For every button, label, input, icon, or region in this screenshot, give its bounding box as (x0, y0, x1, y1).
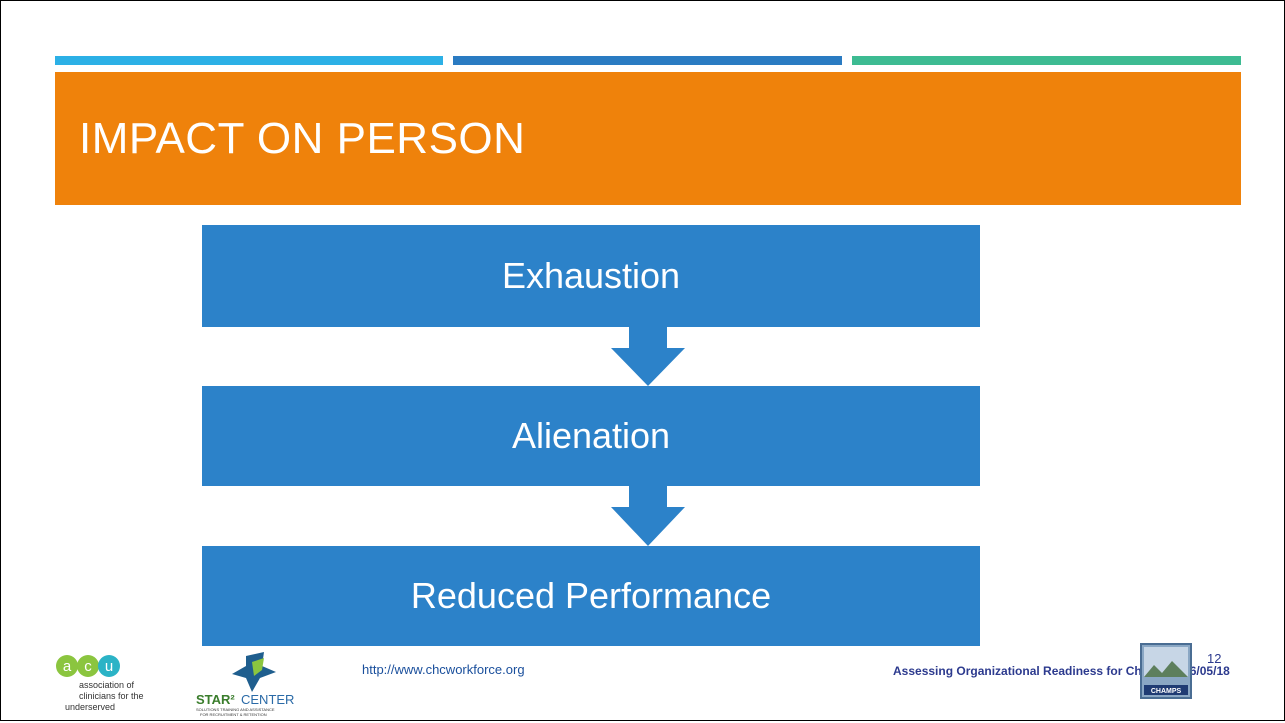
top-stripe-blue (453, 56, 842, 65)
top-stripe-cyan (55, 56, 443, 65)
champs-logo: CHAMPS (1140, 643, 1192, 704)
top-stripe-green (852, 56, 1241, 65)
svg-text:u: u (105, 658, 113, 675)
page-number: 12 (1207, 651, 1222, 666)
flow-step-reduced-performance: Reduced Performance (202, 546, 980, 646)
svg-text:FOR RECRUITMENT & RETENTION: FOR RECRUITMENT & RETENTION (200, 712, 267, 716)
down-arrow-icon (611, 486, 685, 546)
down-arrow-icon (611, 327, 685, 386)
star-center-logo: STAR² CENTER SOLUTIONS TRAINING AND ASSI… (194, 652, 322, 721)
slide-title: IMPACT ON PERSON (79, 114, 526, 163)
svg-text:STAR²: STAR² (196, 692, 235, 707)
flow-step-alienation: Alienation (202, 386, 980, 486)
flow-step-exhaustion: Exhaustion (202, 225, 980, 327)
title-bar: IMPACT ON PERSON (55, 72, 1241, 205)
svg-text:a: a (63, 658, 72, 675)
acu-logo: a c u association of clinicians for the … (55, 654, 165, 723)
svg-text:CENTER: CENTER (241, 692, 294, 707)
svg-text:underserved: underserved (65, 702, 115, 712)
svg-text:association of: association of (79, 680, 135, 690)
footer-url-link[interactable]: http://www.chcworkforce.org (362, 662, 525, 677)
svg-text:SOLUTIONS TRAINING AND ASSISTA: SOLUTIONS TRAINING AND ASSISTANCE (196, 707, 275, 712)
svg-text:c: c (84, 658, 92, 675)
svg-text:clinicians for the: clinicians for the (79, 691, 144, 701)
svg-text:CHAMPS: CHAMPS (1151, 688, 1182, 695)
